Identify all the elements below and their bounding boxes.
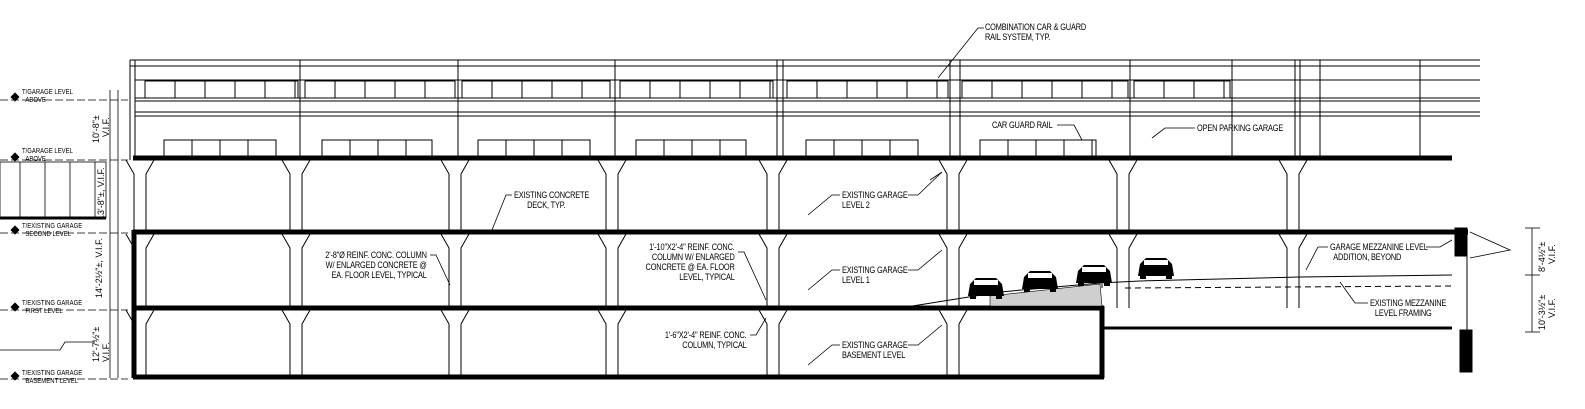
car-windshield	[1144, 260, 1168, 265]
car-windshield	[1028, 273, 1052, 278]
dimension-right-lower-vif: V.I.F.	[1547, 298, 1557, 318]
lower-guard-rail	[635, 139, 747, 157]
car	[968, 278, 1004, 299]
dimension-left-top: 10'-8"±	[91, 115, 101, 143]
car-wheel	[1024, 289, 1030, 292]
car-wheel	[1104, 283, 1110, 286]
car-wheel	[1140, 276, 1146, 279]
car-wheel	[1078, 283, 1084, 286]
car	[1022, 271, 1058, 292]
lower-guard-rail	[979, 139, 1097, 157]
upper-guard-rail	[619, 80, 774, 99]
car-wheel	[1050, 289, 1056, 292]
concrete-columns	[125, 159, 1308, 376]
concrete-column	[440, 233, 470, 308]
concrete-column	[440, 309, 470, 376]
car-windshield	[1082, 267, 1106, 272]
concrete-column	[758, 233, 788, 308]
dimension-left-basement-vif: V.I.F.	[101, 342, 111, 362]
concrete-column	[440, 159, 470, 232]
note-car-guard-rail: CAR GUARD RAIL	[992, 120, 1053, 130]
upper-guard-rail	[304, 80, 456, 99]
car	[1076, 265, 1112, 286]
concrete-column	[758, 309, 788, 376]
leader-lines	[117, 27, 1540, 378]
upper-guard-rail	[461, 80, 611, 99]
dimension-right-mezz-vif: V.I.F.	[1547, 244, 1557, 264]
car	[1138, 258, 1174, 279]
dimension-right-mezz: 8'-4½"±	[1537, 241, 1547, 272]
dimension-left-basement: 12'-7½"±	[91, 326, 101, 362]
upper-guard-rail	[1133, 80, 1231, 99]
concrete-column	[1278, 159, 1308, 232]
concrete-column	[1278, 233, 1308, 308]
concrete-column	[597, 233, 627, 308]
concrete-column	[281, 309, 311, 376]
dimension-left-first: 14'-2½"±, V.I.F.	[94, 237, 104, 298]
upper-guard-rail	[144, 80, 299, 99]
concrete-column	[758, 159, 788, 232]
car-wheel	[1166, 276, 1172, 279]
concrete-column	[1108, 159, 1138, 232]
note-column-1-10x2-4: 1'-10"x2'-4" REINF. CONC.COLUMN W/ ENLAR…	[645, 242, 735, 282]
car-wheel	[970, 296, 976, 299]
concrete-column	[281, 159, 311, 232]
ramp	[899, 227, 1473, 373]
concrete-column	[125, 233, 155, 308]
lower-guard-rail	[321, 139, 433, 157]
concrete-column	[125, 309, 155, 376]
dimension-left-second: 13'-8"±, V.I.F.	[96, 167, 106, 220]
concrete-column	[281, 233, 311, 308]
concrete-column	[597, 159, 627, 232]
concrete-column	[597, 309, 627, 376]
dimension-right-lower: 10'-3½"±	[1537, 294, 1547, 330]
car-windshield	[974, 280, 998, 285]
upper-parking-structure	[129, 59, 1480, 160]
cars	[968, 258, 1174, 299]
upper-guard-rail	[961, 80, 1129, 99]
concrete-column	[938, 159, 968, 232]
dimension-left-top-vif: V.I.F.	[101, 117, 111, 137]
level-markers	[0, 90, 128, 381]
upper-guard-rail	[786, 80, 949, 99]
concrete-column	[938, 309, 968, 376]
note-open-parking-garage: OPEN PARKING GARAGE	[1197, 123, 1284, 133]
note-column-1-6x2-4: 1'-6"x2'-4" REINF. CONC.COLUMN, TYPICAL	[665, 330, 747, 350]
concrete-column	[1108, 233, 1138, 308]
concrete-column	[938, 233, 968, 308]
car-wheel	[996, 296, 1002, 299]
ramp-hatch	[989, 283, 1103, 307]
concrete-column	[125, 159, 155, 232]
